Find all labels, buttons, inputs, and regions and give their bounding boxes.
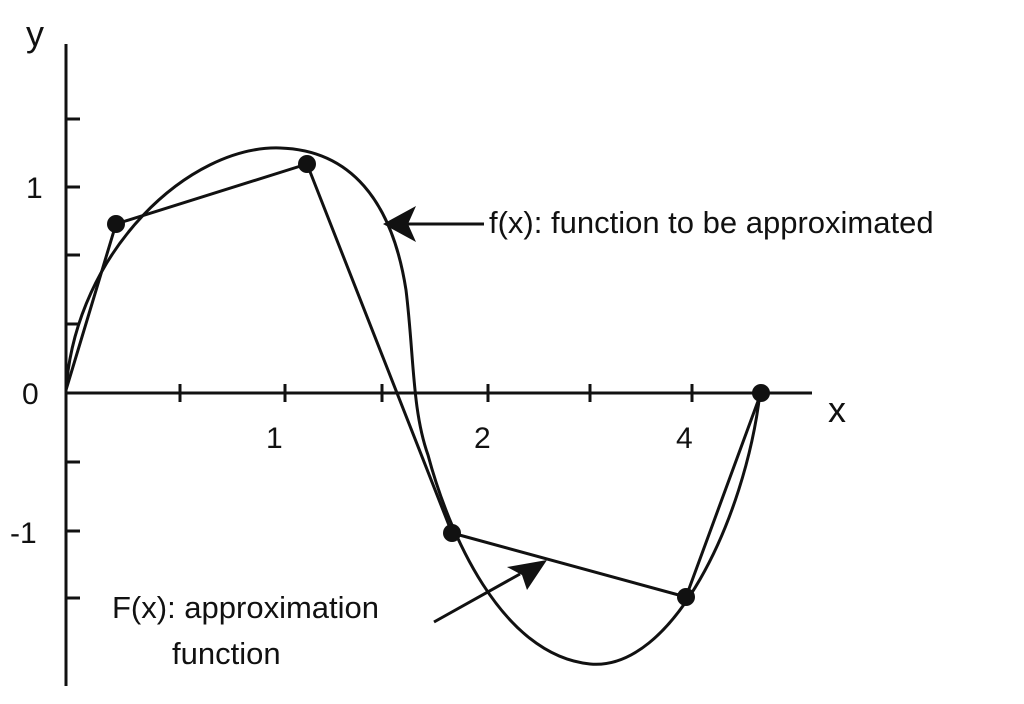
node-point — [677, 588, 695, 606]
y-tick-label: -1 — [10, 517, 37, 550]
true-function-curve — [64, 146, 762, 666]
node-point — [443, 524, 461, 542]
approximation-arrow — [433, 560, 547, 624]
approximation-nodes — [107, 155, 770, 606]
y-tick-label: 0 — [22, 378, 39, 411]
axes — [64, 44, 812, 686]
x-tick-label: 1 — [266, 422, 283, 455]
node-point — [752, 384, 770, 402]
approximation-polyline — [64, 162, 763, 599]
x-tick-label: 4 — [676, 422, 693, 455]
y-tick-label: 1 — [26, 172, 43, 205]
true-function-arrow — [383, 206, 484, 242]
x-axis-ticks — [178, 384, 694, 402]
node-point — [107, 215, 125, 233]
node-point — [298, 155, 316, 173]
true-function-label: f(x): function to be approximated — [489, 205, 934, 240]
arrow-head-icon — [383, 206, 416, 242]
x-tick-label: 2 — [474, 422, 491, 455]
arrow-head-icon — [507, 560, 547, 590]
x-axis-label: x — [828, 389, 846, 430]
y-axis-ticks — [66, 117, 80, 600]
arrow-shaft — [433, 572, 521, 624]
approximation-label-line2: function — [172, 636, 281, 671]
y-axis-label: y — [26, 13, 44, 54]
approximation-label-line1: F(x): approximation — [112, 590, 379, 625]
